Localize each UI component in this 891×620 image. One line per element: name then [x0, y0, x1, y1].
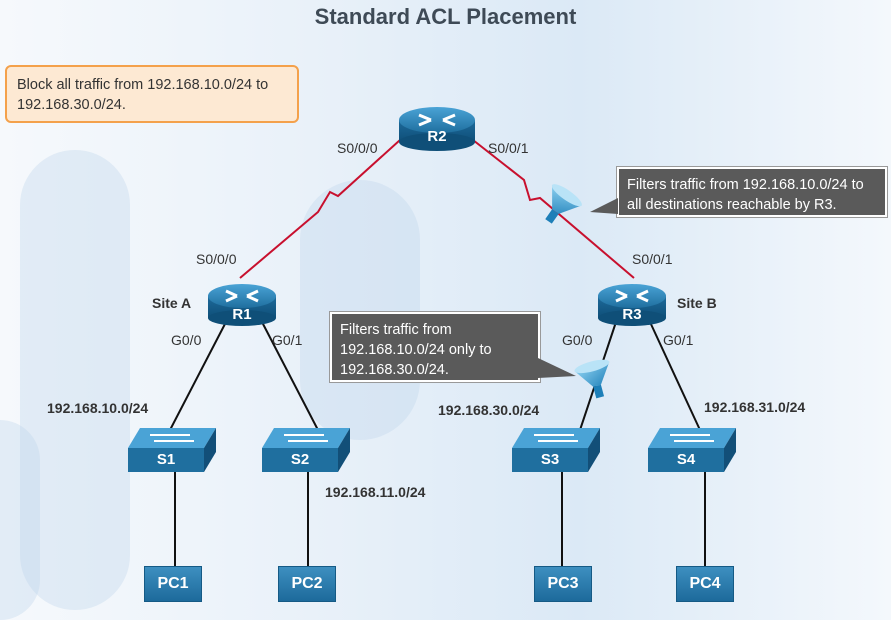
site-b-label: Site B	[677, 295, 717, 311]
page-title: Standard ACL Placement	[314, 4, 577, 29]
acl-filter-icon	[545, 184, 582, 224]
interface-label: S0/0/0	[337, 140, 378, 156]
requirement-note: Block all traffic from 192.168.10.0/24 t…	[5, 65, 299, 123]
callout-text: Filters traffic from 192.168.10.0/24 to …	[627, 177, 864, 213]
pc-icon[interactable]: PC1	[144, 566, 202, 602]
background-shape	[0, 420, 40, 620]
interface-label: S0/0/1	[488, 140, 529, 156]
router-icon[interactable]	[399, 107, 475, 151]
router-r2-label: R2	[427, 128, 447, 145]
callout-pointer	[590, 198, 618, 214]
router-r3-label: R3	[622, 306, 642, 323]
acl-callout-r2: Filters traffic from 192.168.10.0/24 to …	[617, 167, 887, 217]
router-r1-label: R1	[232, 306, 252, 323]
router-icon[interactable]	[598, 284, 666, 326]
network-label: 192.168.30.0/24	[438, 402, 540, 418]
router-icon[interactable]	[208, 284, 276, 326]
switch-icon[interactable]	[512, 428, 600, 472]
callout-pointer	[538, 358, 576, 378]
network-label: 192.168.11.0/24	[325, 484, 426, 500]
interface-label: G0/0	[171, 332, 202, 348]
pc-icon[interactable]: PC2	[278, 566, 336, 602]
interface-label: G0/0	[562, 332, 593, 348]
site-a-label: Site A	[152, 295, 192, 311]
switch-s4-label: S4	[676, 451, 696, 468]
wan-link-r2-r3	[472, 139, 635, 279]
background-shape	[300, 180, 420, 440]
interface-label: G0/1	[663, 332, 694, 348]
acl-callout-r3: Filters traffic from 192.168.10.0/24 onl…	[330, 312, 540, 382]
switch-icon[interactable]	[262, 428, 350, 472]
switch-icon[interactable]	[648, 428, 736, 472]
network-label: 192.168.10.0/24	[47, 400, 149, 416]
topology-diagram	[128, 107, 736, 566]
switch-icon[interactable]	[128, 428, 216, 472]
acl-filter-icon	[574, 359, 610, 399]
wan-link-r1-r2	[239, 139, 401, 279]
pc-icon[interactable]: PC4	[676, 566, 734, 602]
interface-label: S0/0/0	[196, 251, 237, 267]
callout-text: Filters traffic from 192.168.10.0/24 onl…	[340, 322, 492, 378]
network-label: 192.168.31.0/24	[704, 399, 806, 415]
interface-label: S0/0/1	[632, 251, 673, 267]
pc-icon[interactable]: PC3	[534, 566, 592, 602]
switch-s3-label: S3	[540, 451, 560, 468]
interface-label: G0/1	[272, 332, 303, 348]
switch-s1-label: S1	[156, 451, 176, 468]
background-shape	[20, 150, 130, 610]
switch-s2-label: S2	[290, 451, 310, 468]
